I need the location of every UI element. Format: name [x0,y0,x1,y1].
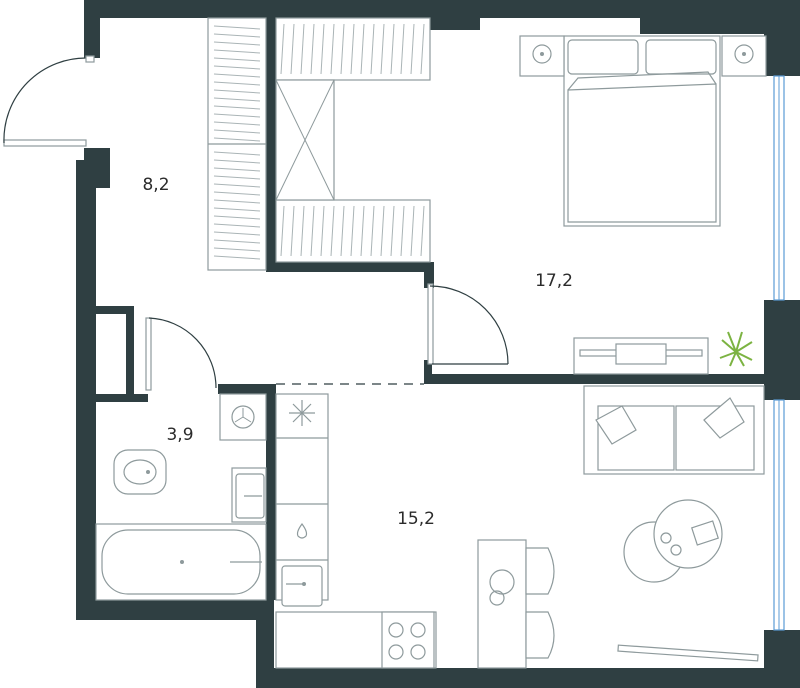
tv-living [617,644,759,662]
plant-icon [719,331,753,367]
bathroom-door [145,317,217,391]
hall-wardrobe [207,17,267,271]
walk-in-closet [275,17,431,263]
entrance-door [3,55,95,147]
fridge-snowflake-icon [289,400,315,426]
walls [76,0,800,688]
room-area-bedroom: 17,2 [535,271,573,291]
tv-stand [573,337,709,375]
windows [773,75,785,631]
bathtub [95,523,267,601]
nightstand-left [519,35,565,77]
toilet [113,449,167,495]
bathroom-sink [231,467,267,523]
room-area-bathroom: 3,9 [166,425,193,445]
bedroom-door [427,283,509,365]
sofa [583,385,765,475]
cooktop [381,611,435,669]
bed [563,35,721,227]
dining-table [477,539,555,669]
room-area-hall: 8,2 [142,175,169,195]
dishwasher-drop-icon [296,522,308,539]
kitchen-sink [281,565,323,607]
washing-machine [219,393,267,441]
room-area-kitchen-living: 15,2 [397,509,435,529]
coffee-table [623,499,723,583]
nightstand-right [721,35,767,77]
